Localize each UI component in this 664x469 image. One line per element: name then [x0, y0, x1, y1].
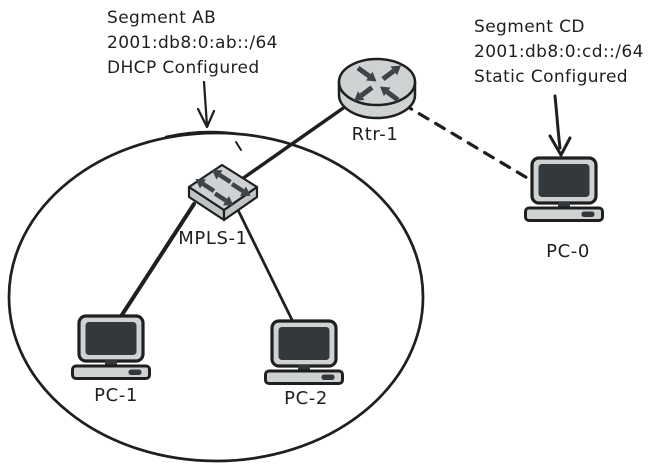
- ellipse-overlap-stroke: [164, 130, 240, 139]
- switch-icon: [187, 163, 259, 222]
- segment-cd-name: Segment CD: [474, 17, 585, 37]
- router-icon: [337, 57, 417, 120]
- link-router-switch: [240, 102, 351, 181]
- segment-cd-arrow: [548, 94, 572, 157]
- segment-ab-prefix: 2001:db8:0:ab::/64: [107, 33, 278, 53]
- link-switch-pc2: [236, 208, 297, 328]
- pc1-label: PC-1: [94, 385, 138, 406]
- pc1-icon: [70, 314, 152, 381]
- segment-cd-annotation: Segment CD 2001:db8:0:cd::/64 Static Con…: [474, 15, 644, 90]
- segment-ab-arrow: [196, 80, 216, 129]
- router-arrows: [354, 65, 401, 102]
- segment-ab-annotation: Segment AB 2001:db8:0:ab::/64 DHCP Confi…: [107, 6, 278, 81]
- segment-cd-prefix: 2001:db8:0:cd::/64: [474, 42, 644, 62]
- pc0-label: PC-0: [546, 241, 590, 262]
- link-switch-pc1: [116, 202, 196, 323]
- segment-ab-name: Segment AB: [107, 8, 217, 28]
- ellipse-stroke-tail: [235, 141, 242, 151]
- switch-arrows: [195, 170, 251, 206]
- pc2-label: PC-2: [284, 388, 328, 409]
- pc2-icon: [263, 319, 345, 386]
- router-label: Rtr-1: [351, 124, 399, 145]
- pc0-icon: [523, 156, 605, 223]
- switch-label: MPLS-1: [178, 228, 248, 249]
- segment-cd-config: Static Configured: [474, 67, 628, 87]
- segment-ab-config: DHCP Configured: [107, 58, 260, 78]
- link-router-pc0-dashed: [401, 102, 536, 184]
